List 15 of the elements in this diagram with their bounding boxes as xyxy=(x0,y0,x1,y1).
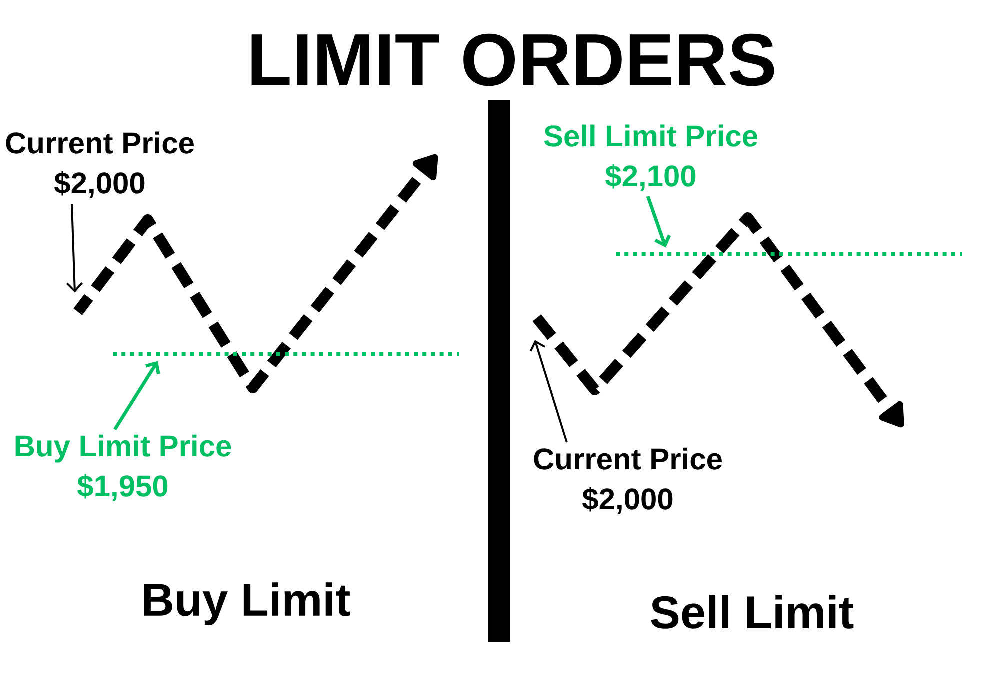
limit-price-line xyxy=(113,352,459,356)
leader-arrow xyxy=(66,204,83,293)
limit-price-line xyxy=(616,252,962,256)
price-label: Buy Limit Price $1,950 xyxy=(16,434,232,502)
panel-caption: Buy Limit xyxy=(144,582,350,626)
price-label: Sell Limit Price $2,100 xyxy=(544,124,758,192)
price-label: Current Price $2,000 xyxy=(534,448,722,514)
divider-bar xyxy=(488,100,510,642)
panel-caption: Sell Limit xyxy=(651,595,854,629)
leader-arrow xyxy=(646,196,672,248)
price-path xyxy=(532,212,904,428)
title: LIMIT ORDERS xyxy=(252,34,774,86)
leader-arrow xyxy=(114,361,160,431)
leader-arrow xyxy=(530,340,568,443)
price-label: Current Price $2,000 xyxy=(6,132,194,198)
